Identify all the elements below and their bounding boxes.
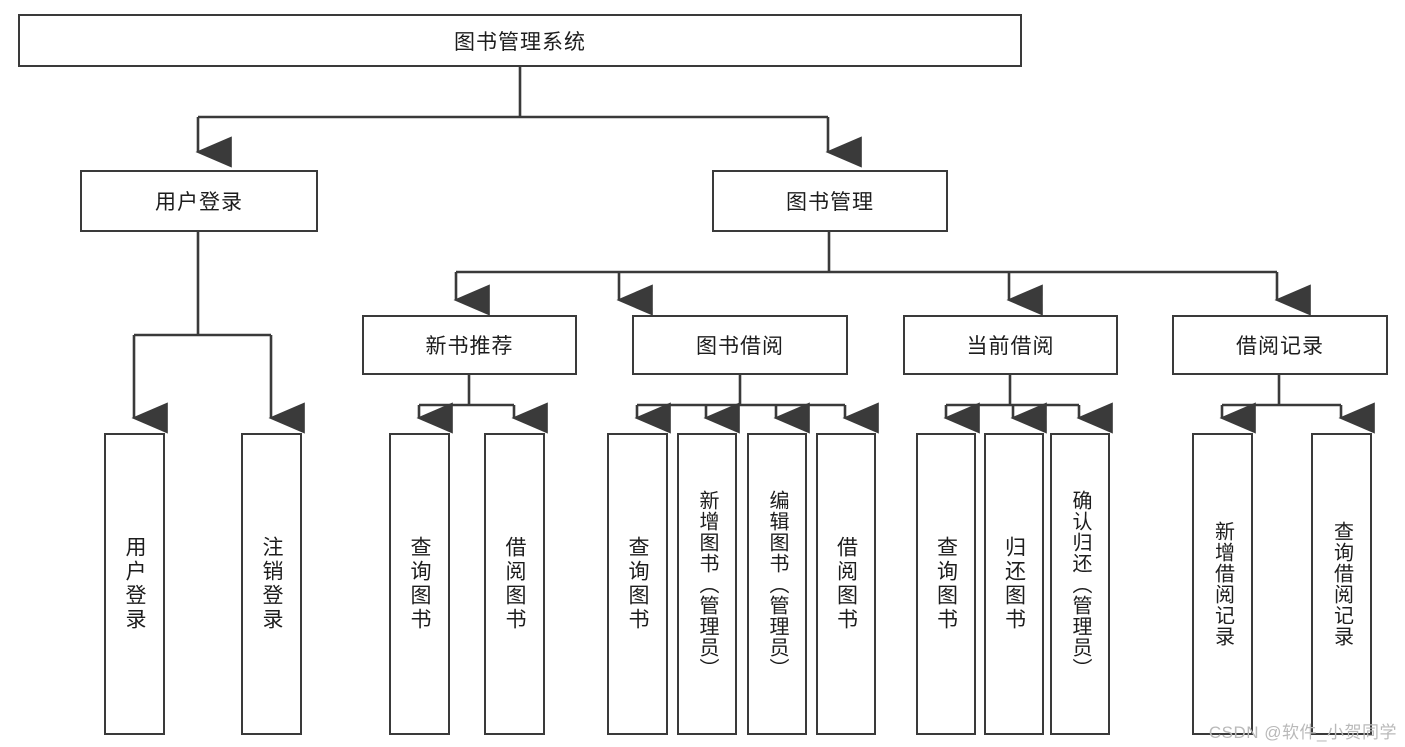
node-label: 归还图书 [1002,536,1026,632]
node-new-book-recommend[interactable]: 新书推荐 [362,315,577,375]
node-label: 新增借阅记录 [1211,521,1234,647]
node-leaf-add-book[interactable]: 新增图书（管理员） [677,433,737,735]
node-label: 查询图书 [408,536,431,632]
node-leaf-user-logout[interactable]: 注销登录 [241,433,302,735]
node-user-login[interactable]: 用户登录 [80,170,318,232]
node-label: 图书管理 [786,191,874,214]
node-label: 查询图书 [934,536,958,632]
node-label: 新书推荐 [425,335,514,358]
node-leaf-query-book-3[interactable]: 查询图书 [916,433,976,735]
node-label: 借阅记录 [1236,335,1324,358]
node-label: 注销登录 [260,536,283,632]
node-root[interactable]: 图书管理系统 [18,14,1022,67]
node-label: 用户登录 [155,191,243,214]
node-label: 编辑图书（管理员） [766,489,788,679]
node-leaf-query-record[interactable]: 查询借阅记录 [1311,433,1372,735]
watermark: CSDN @软件_小贺同学 [1208,723,1397,742]
node-borrow-record[interactable]: 借阅记录 [1172,315,1388,375]
node-label: 图书借阅 [696,335,784,358]
node-leaf-add-record[interactable]: 新增借阅记录 [1192,433,1253,735]
node-current-borrow[interactable]: 当前借阅 [903,315,1118,375]
node-leaf-query-book-1[interactable]: 查询图书 [389,433,450,735]
node-label: 图书管理系统 [454,30,586,54]
node-leaf-confirm-return[interactable]: 确认归还（管理员） [1050,433,1110,735]
node-label: 借阅图书 [834,536,858,632]
node-leaf-query-book-2[interactable]: 查询图书 [607,433,668,735]
node-book-borrow[interactable]: 图书借阅 [632,315,848,375]
node-label: 查询图书 [626,536,649,632]
node-leaf-borrow-book-2[interactable]: 借阅图书 [816,433,876,735]
node-label: 当前借阅 [966,335,1055,358]
node-leaf-edit-book[interactable]: 编辑图书（管理员） [747,433,807,735]
node-leaf-borrow-book-1[interactable]: 借阅图书 [484,433,545,735]
node-label: 新增图书（管理员） [696,489,718,679]
node-book-manage[interactable]: 图书管理 [712,170,948,232]
node-label: 借阅图书 [503,536,526,632]
node-leaf-return-book[interactable]: 归还图书 [984,433,1044,735]
node-leaf-user-login[interactable]: 用户登录 [104,433,165,735]
node-label: 用户登录 [123,536,146,632]
node-label: 查询借阅记录 [1330,521,1353,647]
node-label: 确认归还（管理员） [1069,489,1091,679]
